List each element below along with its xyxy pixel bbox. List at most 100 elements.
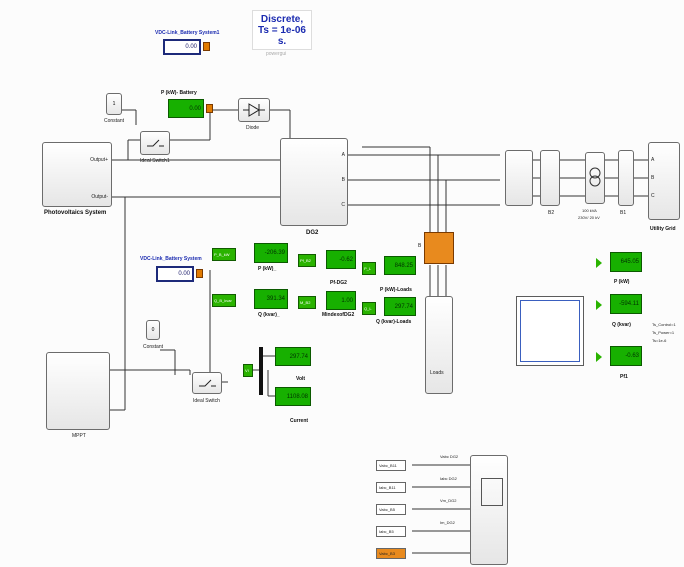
q-loads-label: Q (kvar)-Loads: [376, 319, 412, 325]
mux-tag-4[interactable]: Iabc_B5: [376, 526, 406, 537]
b2-label: B2: [548, 210, 555, 216]
dg2-port-b: B: [341, 177, 345, 183]
volt-label: Volt: [296, 376, 306, 382]
powergui-line1: Discrete,: [260, 14, 304, 25]
loads-block[interactable]: [425, 296, 453, 394]
constant-2-label: Constant: [143, 344, 164, 350]
q-from-tag[interactable]: [596, 300, 602, 310]
vdc-battery-1-label: VDC-Link_Battery System1: [155, 30, 220, 36]
ideal-switch-2-block[interactable]: [192, 372, 222, 394]
grid-q-display[interactable]: -594.11: [610, 294, 642, 314]
mux-out-2: Iabc DG2: [440, 476, 457, 481]
p-loads-display[interactable]: 848.25: [384, 256, 416, 275]
b1-label: B1: [620, 210, 627, 216]
p-kw-label: P (kW)_: [258, 266, 277, 272]
mux-out-1: Vabc DG2: [440, 454, 459, 459]
utility-grid-block[interactable]: A B C: [648, 142, 680, 220]
constant-1-block[interactable]: 1: [106, 93, 122, 115]
grid-pf-display[interactable]: -0.63: [610, 346, 642, 366]
q-loads-display[interactable]: 297.74: [384, 297, 416, 316]
transformer-voltage: 230V/ 20 kV: [578, 215, 600, 220]
p-from-tag[interactable]: [596, 258, 602, 268]
dg2-port-a: A: [341, 152, 345, 158]
mux-tag-3[interactable]: Vabc_B5: [376, 504, 406, 515]
diode-label: Diode: [246, 125, 260, 131]
mppt-label: MPPT: [72, 433, 86, 439]
m-b2-tag[interactable]: M_B2: [298, 296, 316, 309]
dg2-port-c: C: [341, 202, 345, 208]
p-kw-display[interactable]: -206.39: [254, 243, 288, 263]
grid-q-label: Q (kvar): [612, 322, 631, 328]
pf-dg2-label: Pf-DG2: [330, 280, 347, 286]
vdc-battery-1-display[interactable]: 0.00: [163, 39, 201, 55]
current-label: Current: [290, 418, 309, 424]
mppt-block[interactable]: [46, 352, 110, 430]
p-battery-goto[interactable]: [206, 104, 213, 113]
pf-dg2-display[interactable]: -0.62: [326, 250, 356, 269]
scope-screen: [520, 300, 580, 362]
pf-b2-tag[interactable]: Pf_B2: [298, 254, 316, 267]
q-kvar-display[interactable]: 391.34: [254, 289, 288, 309]
constant-2-block[interactable]: 0: [146, 320, 160, 340]
grid-p-display[interactable]: 645.05: [610, 252, 642, 272]
constant-2-value: 0: [151, 327, 155, 333]
current-display[interactable]: 1108.08: [275, 387, 311, 406]
transformer-icon: [589, 167, 601, 187]
b2-block[interactable]: [505, 150, 533, 206]
p-b-kw-tag[interactable]: P_B_kW: [212, 248, 236, 261]
measurement-subsystem-block[interactable]: [470, 455, 508, 565]
b2-switch-block[interactable]: [540, 150, 560, 206]
q-b-kvar-tag[interactable]: Q_B_kvar: [212, 294, 236, 307]
switch-icon: [147, 139, 164, 147]
b1-block[interactable]: [618, 150, 634, 206]
mux-tag-2[interactable]: Iabc_B11: [376, 482, 406, 493]
transformer-rating: 100 kVA: [582, 208, 597, 213]
mux-tag-5[interactable]: Vabc_B3: [376, 548, 406, 559]
dg2-label: DG2: [306, 230, 319, 236]
transformer-block[interactable]: [585, 152, 605, 204]
p-l-tag[interactable]: P_L: [362, 262, 376, 275]
constant-1-label: Constant: [104, 118, 125, 124]
side-text-3: Ts=1e-6: [652, 338, 667, 343]
powergui-line2: Ts = 1e-06 s.: [258, 25, 306, 47]
measurement-screen: [481, 478, 503, 506]
p-battery-display[interactable]: 0.00: [168, 99, 204, 118]
q-l-tag[interactable]: Q_L: [362, 302, 376, 315]
pv-system-label: Photovoltaics System: [44, 210, 107, 216]
ideal-switch-1-block[interactable]: [140, 131, 170, 155]
grid-port-a: A: [651, 157, 655, 163]
vdc-battery-goto[interactable]: [196, 269, 203, 278]
diode-block[interactable]: [238, 98, 270, 122]
constant-1-value: 1: [112, 101, 116, 107]
dg2-block[interactable]: A B C: [280, 138, 348, 226]
pv-port-minus: Output-: [91, 194, 108, 200]
mux-tag-1[interactable]: Vabc_B11: [376, 460, 406, 471]
p-loads-label: P (kW)-Loads: [380, 287, 412, 293]
vdc-battery-label: VDC-Link_Battery System: [140, 256, 202, 262]
volt-display[interactable]: 297.74: [275, 347, 311, 366]
powergui-block[interactable]: Discrete, Ts = 1e-06 s.: [252, 10, 312, 50]
pf-from-tag[interactable]: [596, 352, 602, 362]
side-text-1: Ts_Control=1: [652, 322, 676, 327]
loads-label: Loads: [430, 370, 444, 376]
pv-system-block[interactable]: Output+ Output-: [42, 142, 112, 207]
scope-block[interactable]: [516, 296, 584, 366]
mindex-display[interactable]: 1.00: [326, 291, 356, 310]
vdc-battery-1-goto[interactable]: [203, 42, 210, 51]
powergui-label: powergui: [266, 51, 287, 57]
diode-icon: [243, 103, 265, 117]
ideal-switch-2-label: Ideal Switch: [193, 398, 220, 404]
vi-tag[interactable]: VI: [243, 364, 253, 377]
mux-out-3: Vm_DG2: [440, 498, 457, 503]
breaker-block[interactable]: B: [418, 232, 454, 264]
grid-port-b: B: [651, 175, 655, 181]
mux-out-4: Im_DG2: [440, 520, 455, 525]
switch-icon: [199, 379, 216, 387]
q-kvar-label: Q (kvar)_: [258, 312, 280, 318]
grid-p-label: P (kW): [614, 279, 630, 285]
vdc-battery-display[interactable]: 0.00: [156, 266, 194, 282]
pv-port-plus: Output+: [90, 157, 108, 163]
breaker-label: B: [418, 243, 422, 249]
